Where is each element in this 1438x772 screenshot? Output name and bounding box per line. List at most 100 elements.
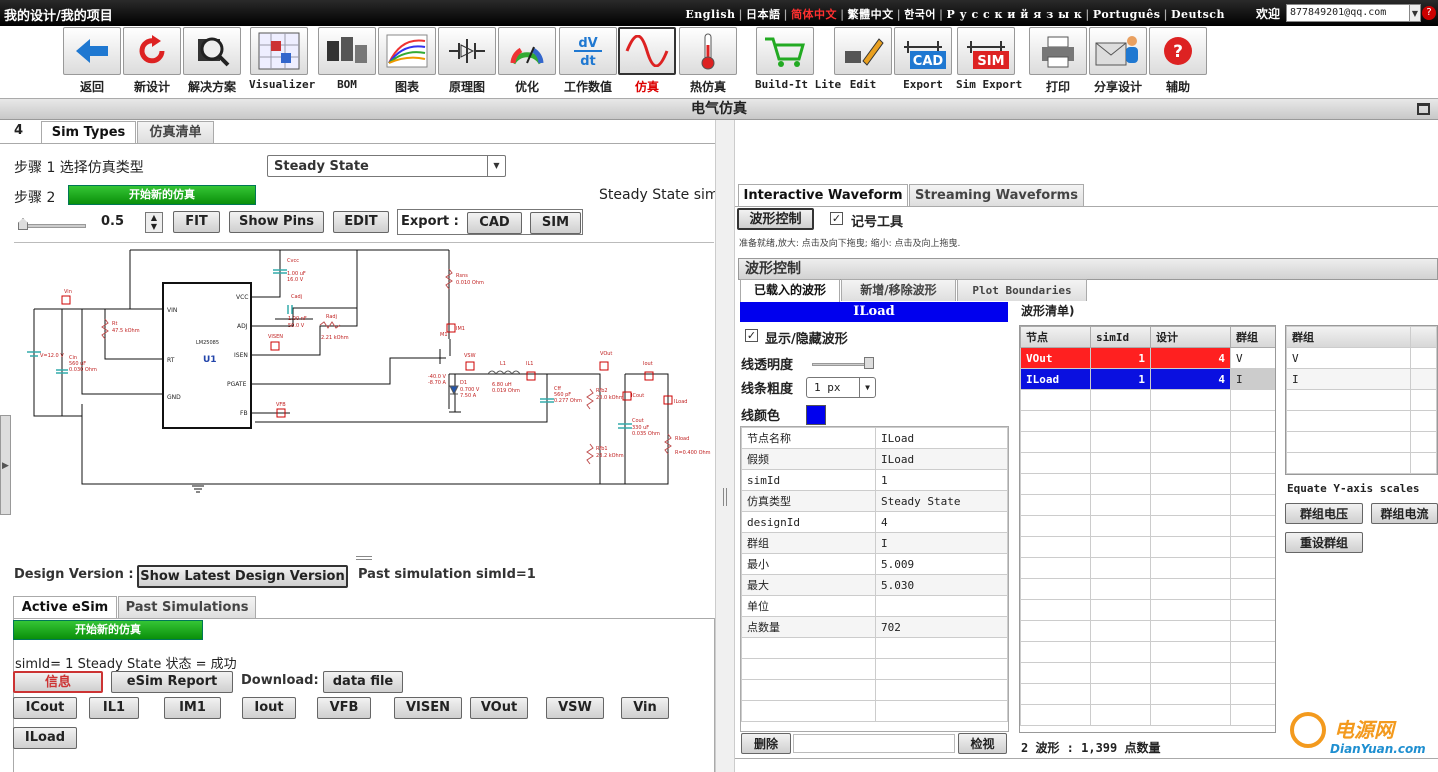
toolbar-button-refresh[interactable]: 新设计 bbox=[122, 26, 182, 98]
language-option[interactable]: 繁體中文 bbox=[847, 8, 894, 21]
zoom-slider[interactable] bbox=[18, 224, 86, 228]
line-width-select[interactable]: 1 px▼ bbox=[806, 377, 876, 398]
start-new-sim-button-2[interactable]: 开始新的仿真 bbox=[13, 620, 203, 640]
tab-plot-boundaries[interactable]: Plot Boundaries bbox=[957, 279, 1087, 301]
divider-grip[interactable] bbox=[723, 488, 727, 506]
waveform-control-button[interactable]: 波形控制 bbox=[737, 208, 814, 230]
left-panel-handle[interactable]: ▶ bbox=[0, 415, 11, 515]
waveform-button-iload[interactable]: ILoad bbox=[13, 727, 77, 749]
language-option[interactable]: English bbox=[685, 8, 736, 21]
column-header[interactable]: 群组 bbox=[1286, 326, 1411, 348]
fit-button[interactable]: FIT bbox=[173, 211, 220, 233]
marker-tool-checkbox[interactable]: ✓ bbox=[830, 212, 843, 225]
language-option[interactable]: 한국어 bbox=[904, 8, 936, 21]
chevron-down-icon[interactable]: ▼ bbox=[1409, 4, 1421, 22]
delete-input[interactable] bbox=[793, 734, 955, 753]
toolbar-button-printer[interactable]: 打印 bbox=[1028, 26, 1088, 98]
column-header[interactable]: 节点 bbox=[1020, 326, 1091, 348]
tab-loaded-waveforms[interactable]: 已载入的波形 bbox=[740, 279, 840, 302]
group-row[interactable]: I bbox=[1286, 368, 1437, 390]
waveform-button-visen[interactable]: VISEN bbox=[394, 697, 462, 719]
tab-active-esim[interactable]: Active eSim bbox=[13, 596, 117, 619]
sim-type-select[interactable]: Steady State▼ bbox=[267, 155, 506, 177]
waveform-button-il1[interactable]: IL1 bbox=[89, 697, 139, 719]
column-header[interactable]: simId bbox=[1090, 326, 1151, 348]
language-option[interactable]: 日本語 bbox=[746, 8, 781, 21]
waveform-button-vfb[interactable]: VFB bbox=[317, 697, 371, 719]
sim-export-button[interactable]: SIM bbox=[530, 212, 581, 234]
group-name: V bbox=[1286, 347, 1411, 369]
tab-streaming-waveforms[interactable]: Streaming Waveforms bbox=[909, 184, 1084, 206]
toolbar-button-visualizer[interactable]: Visualizer bbox=[249, 26, 315, 98]
toolbar-button-back-arrow[interactable]: 返回 bbox=[62, 26, 122, 98]
edit-button[interactable]: EDIT bbox=[333, 211, 389, 233]
tab-sim-list[interactable]: 仿真清单 bbox=[137, 121, 214, 143]
inspect-button[interactable]: 检视 bbox=[958, 733, 1007, 754]
delete-button[interactable]: 删除 bbox=[741, 733, 791, 754]
toolbar-button-sine-wave[interactable]: 仿真 bbox=[617, 26, 677, 98]
language-option[interactable]: Deutsch bbox=[1170, 8, 1225, 21]
waveform-button-im1[interactable]: IM1 bbox=[164, 697, 221, 719]
toolbar-button-schematic[interactable]: 原理图 bbox=[437, 26, 497, 98]
esim-report-button[interactable]: eSim Report bbox=[111, 671, 233, 693]
column-header[interactable]: 设计 bbox=[1150, 326, 1231, 348]
schematic-canvas[interactable]: Cvcc 1.00 uF 16.0 V Cadj 1.00 nF 50.0 V … bbox=[0, 244, 715, 494]
breadcrumb[interactable]: 我的设计/我的项目 bbox=[4, 9, 113, 24]
help-icon[interactable]: ? bbox=[1422, 6, 1436, 20]
waveform-button-vsw[interactable]: VSW bbox=[546, 697, 604, 719]
waveform-button-icout[interactable]: ICout bbox=[13, 697, 77, 719]
wave-group: I bbox=[1230, 368, 1275, 390]
column-header[interactable]: 群组 bbox=[1230, 326, 1275, 348]
tab-interactive-waveform[interactable]: Interactive Waveform bbox=[738, 184, 908, 207]
empty-cell bbox=[1020, 536, 1091, 558]
chevron-down-icon[interactable]: ▼ bbox=[859, 378, 875, 397]
toolbar-button-bom-components[interactable]: BOM bbox=[317, 26, 377, 98]
show-pins-button[interactable]: Show Pins bbox=[229, 211, 324, 233]
toolbar-button-gauge[interactable]: 优化 bbox=[497, 26, 557, 98]
reset-group-button[interactable]: 重设群组 bbox=[1285, 532, 1363, 553]
toolbar-button-chip-magnifier[interactable]: 解决方案 bbox=[182, 26, 242, 98]
circuit-label: 6.80 uH bbox=[492, 382, 512, 388]
cad-export-button[interactable]: CAD bbox=[467, 212, 522, 234]
toolbar-button-chart[interactable]: 图表 bbox=[377, 26, 437, 98]
waveform-button-vin[interactable]: Vin bbox=[621, 697, 669, 719]
toolbar-button-help[interactable]: ?辅助 bbox=[1148, 26, 1208, 98]
empty-cell bbox=[741, 637, 876, 659]
group-voltage-button[interactable]: 群组电压 bbox=[1285, 503, 1363, 524]
toolbar-button-cart[interactable]: Build-It Lite bbox=[755, 26, 841, 98]
group-row[interactable]: V bbox=[1286, 347, 1437, 369]
toolbar-button-share[interactable]: 分享设计 bbox=[1088, 26, 1148, 98]
panel-divider[interactable] bbox=[715, 120, 735, 772]
restore-window-icon[interactable] bbox=[1417, 103, 1430, 115]
chevron-down-icon[interactable]: ▼ bbox=[487, 156, 505, 176]
empty-cell bbox=[1230, 620, 1275, 642]
group-current-button[interactable]: 群组电流 bbox=[1371, 503, 1438, 524]
wave-design: 4 bbox=[1150, 347, 1231, 369]
data-file-button[interactable]: data file bbox=[323, 671, 403, 693]
info-button[interactable]: 信息 bbox=[13, 671, 103, 693]
toolbar-button-thermometer[interactable]: 热仿真 bbox=[678, 26, 738, 98]
tab-past-simulations[interactable]: Past Simulations bbox=[118, 596, 256, 618]
language-option[interactable]: Р у с с к и й я з ы к bbox=[946, 8, 1083, 21]
splitter-grip[interactable] bbox=[356, 556, 372, 560]
zoom-slider-knob[interactable] bbox=[18, 218, 28, 230]
zoom-stepper[interactable]: ▲▼ bbox=[145, 212, 163, 233]
show-hide-checkbox[interactable]: ✓ bbox=[745, 329, 758, 342]
tab-sim-types[interactable]: Sim Types bbox=[41, 121, 136, 144]
waveform-button-vout[interactable]: VOut bbox=[470, 697, 528, 719]
language-option[interactable]: 简体中文 bbox=[791, 8, 838, 21]
language-option[interactable]: Português bbox=[1092, 8, 1161, 21]
account-select[interactable]: 877849201@qq.com bbox=[1286, 4, 1410, 22]
start-new-sim-button[interactable]: 开始新的仿真 bbox=[68, 185, 256, 205]
waveform-button-iout[interactable]: Iout bbox=[242, 697, 296, 719]
line-color-swatch[interactable] bbox=[806, 405, 826, 425]
tab-add-remove-waveforms[interactable]: 新增/移除波形 bbox=[841, 279, 956, 301]
toolbar-button-edit-pencil[interactable]: Edit bbox=[833, 26, 893, 98]
show-latest-version-button[interactable]: Show Latest Design Version bbox=[137, 565, 348, 588]
transparency-slider-knob[interactable] bbox=[864, 357, 874, 369]
